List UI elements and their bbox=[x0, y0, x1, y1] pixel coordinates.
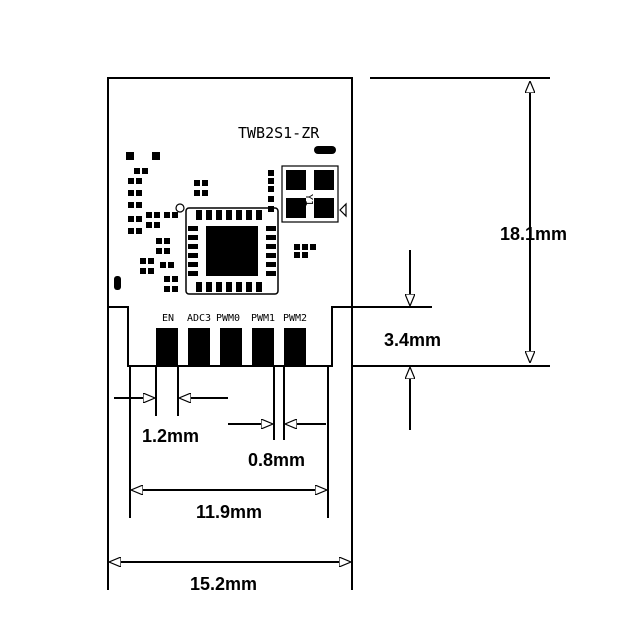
pin-span-label: 11.9mm bbox=[196, 502, 262, 522]
pin-width-label: 1.2mm bbox=[142, 426, 199, 446]
pin-en bbox=[156, 328, 178, 366]
pin-gap-label: 0.8mm bbox=[248, 450, 305, 470]
extension-lines bbox=[107, 77, 550, 590]
crystal: Y1 bbox=[281, 165, 347, 223]
pin-label-pwm0: PWM0 bbox=[216, 313, 240, 324]
components bbox=[114, 146, 336, 292]
main-ic bbox=[185, 207, 279, 295]
pins bbox=[156, 328, 306, 366]
height-label: 18.1mm bbox=[500, 224, 567, 244]
fiducial-mark bbox=[175, 203, 185, 213]
pin-pwm1 bbox=[252, 328, 274, 366]
pin-label-en: EN bbox=[162, 313, 174, 324]
board-outline bbox=[107, 77, 353, 367]
dimension-lines bbox=[110, 82, 530, 562]
pin-label-pwm2: PWM2 bbox=[283, 313, 307, 324]
pin-adc3 bbox=[188, 328, 210, 366]
pin-pwm2 bbox=[284, 328, 306, 366]
pin-pwm0 bbox=[220, 328, 242, 366]
pin-label-adc3: ADC3 bbox=[187, 313, 211, 324]
pin-length-label: 3.4mm bbox=[384, 330, 441, 350]
model-label: TWB2S1-ZR bbox=[238, 124, 320, 142]
width-label: 15.2mm bbox=[190, 574, 257, 594]
pin-label-pwm1: PWM1 bbox=[251, 313, 275, 324]
antenna-marking: Y1 bbox=[303, 194, 314, 206]
